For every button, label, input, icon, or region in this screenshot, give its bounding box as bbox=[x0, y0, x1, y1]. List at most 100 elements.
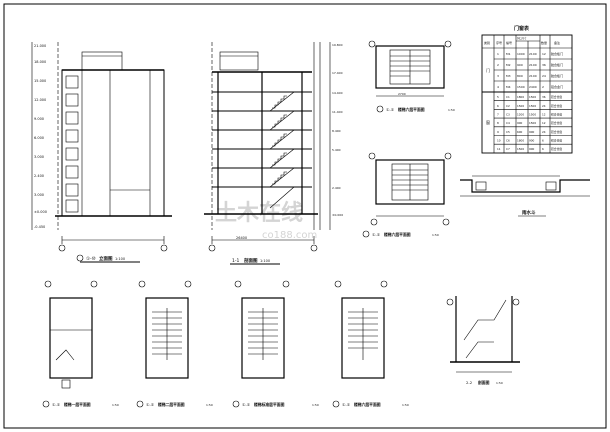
stair-1f-title: 楼梯一层平面图 bbox=[64, 402, 91, 407]
svg-text:1200: 1200 bbox=[517, 113, 524, 117]
svg-text:12: 12 bbox=[542, 113, 546, 117]
svg-text:900: 900 bbox=[529, 130, 535, 134]
svg-text:编号: 编号 bbox=[506, 40, 512, 45]
stair-6f-ref: ①-② bbox=[342, 402, 351, 407]
svg-text:800: 800 bbox=[517, 74, 523, 78]
section-level-labels: 19.800 17.400 14.400 11.400 8.400 5.400 … bbox=[332, 43, 343, 217]
section-22-scale: 1:50 bbox=[496, 381, 503, 385]
level-label: 3.000 bbox=[34, 155, 44, 159]
stair-top-a-scale: 1:50 bbox=[448, 108, 455, 112]
dim-label: 26400 bbox=[236, 236, 247, 240]
svg-text:C5: C5 bbox=[506, 130, 510, 134]
detail-view: 雨水斗 bbox=[460, 175, 590, 217]
svg-text:9: 9 bbox=[497, 130, 499, 134]
svg-text:2100: 2100 bbox=[529, 74, 537, 78]
svg-text:1500: 1500 bbox=[517, 147, 524, 151]
svg-text:4: 4 bbox=[497, 85, 499, 89]
detail-title: 雨水斗 bbox=[522, 209, 536, 216]
stair-top-b-scale: 1:50 bbox=[432, 233, 439, 237]
svg-text:24: 24 bbox=[542, 130, 546, 134]
svg-text:8.400: 8.400 bbox=[332, 129, 341, 133]
svg-text:600: 600 bbox=[517, 130, 523, 134]
svg-text:铝合金窗: 铝合金窗 bbox=[551, 147, 562, 151]
svg-text:6: 6 bbox=[497, 104, 499, 108]
stair-plan-6f: ①-② 楼梯六层平面图 1:50 bbox=[332, 280, 409, 408]
svg-text:1800: 1800 bbox=[517, 95, 524, 99]
svg-text:24: 24 bbox=[542, 74, 546, 78]
stair-6f-scale: 1:50 bbox=[402, 403, 409, 407]
level-label: 6.000 bbox=[34, 136, 44, 140]
svg-text:铝合金门: 铝合金门 bbox=[551, 84, 563, 89]
dim-label: 2700 bbox=[398, 92, 406, 96]
stair-std-scale: 1:50 bbox=[312, 403, 319, 407]
svg-text:1500: 1500 bbox=[529, 104, 536, 108]
svg-text:C2: C2 bbox=[506, 104, 510, 108]
stair-treads bbox=[248, 311, 278, 355]
svg-text:M2: M2 bbox=[506, 63, 511, 67]
svg-text:1800: 1800 bbox=[517, 139, 524, 143]
svg-text:M3: M3 bbox=[506, 74, 511, 78]
svg-text:1000: 1000 bbox=[517, 52, 525, 56]
watermark: 土木在线 co188.com bbox=[215, 200, 317, 241]
section-11-scale: 1:100 bbox=[260, 259, 270, 263]
level-label: ±0.000 bbox=[34, 210, 47, 214]
svg-text:备注: 备注 bbox=[554, 40, 560, 45]
stair-1f-ref: ①-② bbox=[52, 402, 61, 407]
section-11-title: 剖面图 bbox=[244, 257, 258, 264]
svg-text:C7: C7 bbox=[506, 147, 510, 151]
svg-text:1: 1 bbox=[497, 52, 499, 56]
stair-std-ref: ①-② bbox=[242, 402, 251, 407]
svg-text:C4: C4 bbox=[506, 121, 510, 125]
svg-text:6: 6 bbox=[542, 147, 544, 151]
svg-text:1500: 1500 bbox=[529, 95, 536, 99]
svg-text:洞口尺寸: 洞口尺寸 bbox=[517, 36, 527, 40]
svg-text:序号: 序号 bbox=[496, 40, 502, 45]
stair-top-a-ref: ①-② bbox=[386, 107, 395, 112]
svg-text:10: 10 bbox=[497, 139, 501, 143]
view-marker-icon bbox=[362, 230, 370, 238]
svg-text:12: 12 bbox=[542, 52, 546, 56]
svg-text:1500: 1500 bbox=[529, 121, 536, 125]
svg-text:12: 12 bbox=[542, 121, 546, 125]
group-label-door: 门 bbox=[486, 67, 490, 73]
section-22-title: 剖面图 bbox=[478, 380, 490, 385]
view-marker-icon bbox=[376, 105, 384, 113]
svg-text:19.800: 19.800 bbox=[332, 43, 343, 47]
svg-text:36: 36 bbox=[542, 63, 546, 67]
section-22-ref: 2-2 bbox=[466, 380, 473, 385]
section-floors bbox=[204, 71, 318, 215]
svg-text:11: 11 bbox=[497, 147, 501, 151]
door-table-title: 门窗表 bbox=[514, 25, 530, 32]
svg-text:3: 3 bbox=[497, 74, 499, 78]
stair-6f-title: 楼梯六层平面图 bbox=[354, 402, 381, 407]
svg-text:M4: M4 bbox=[506, 85, 511, 89]
svg-text:5.400: 5.400 bbox=[332, 148, 341, 152]
view-marker-icon bbox=[332, 400, 340, 408]
elevation-scale: 1:100 bbox=[115, 257, 125, 261]
svg-text:11.400: 11.400 bbox=[332, 110, 343, 114]
view-marker-icon bbox=[42, 400, 50, 408]
stair-treads bbox=[152, 311, 182, 355]
level-label: 2.400 bbox=[34, 174, 44, 178]
section-stairs bbox=[269, 91, 295, 209]
svg-text:数量: 数量 bbox=[541, 40, 547, 45]
svg-text:±0.000: ±0.000 bbox=[332, 213, 343, 217]
stair-top-a-title: 楼梯六层平面图 bbox=[398, 107, 425, 112]
svg-text:900: 900 bbox=[529, 147, 535, 151]
watermark-site: co188.com bbox=[262, 230, 317, 241]
svg-text:1500: 1500 bbox=[517, 104, 524, 108]
svg-text:M1: M1 bbox=[506, 52, 511, 56]
svg-text:900: 900 bbox=[517, 63, 523, 67]
stair-2f-scale: 1:50 bbox=[206, 403, 213, 407]
stair-plan-std: ①-② 楼梯标准层平面图 1:50 bbox=[232, 280, 319, 408]
sheet-border bbox=[3, 3, 607, 429]
svg-text:C1: C1 bbox=[506, 95, 510, 99]
view-marker-icon bbox=[232, 400, 240, 408]
elevation-ref: ①-⑩ bbox=[86, 256, 96, 262]
stair-2f-title: 楼梯二层平面图 bbox=[158, 402, 185, 407]
svg-text:2: 2 bbox=[497, 63, 499, 67]
level-label: 12.000 bbox=[34, 98, 46, 102]
svg-text:24: 24 bbox=[542, 104, 546, 108]
elevation-view: 21.000 18.000 15.000 12.000 9.000 6.000 … bbox=[31, 42, 172, 263]
stair-treads bbox=[348, 311, 378, 349]
